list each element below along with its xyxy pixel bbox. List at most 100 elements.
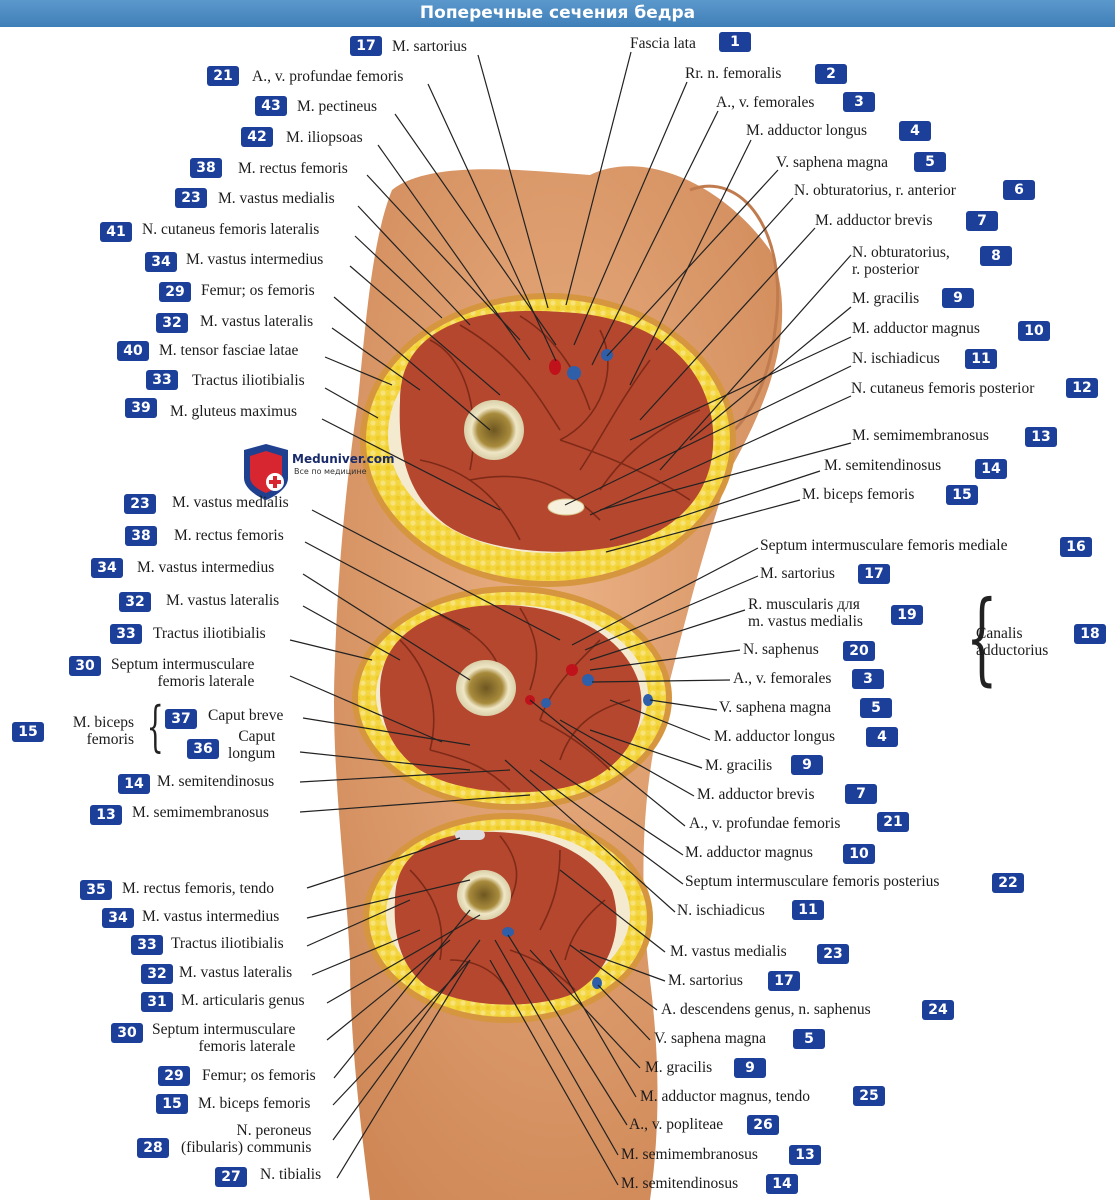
lower-section xyxy=(363,813,653,1023)
logo-shield-icon xyxy=(244,444,288,500)
label-text: Tractus iliotibialis xyxy=(192,372,305,389)
label-number-badge: 23 xyxy=(175,188,207,208)
label-text: A., v. femorales xyxy=(716,94,815,111)
label-text: Tractus iliotibialis xyxy=(171,935,284,952)
label-number-badge: 5 xyxy=(860,698,892,718)
label-number-badge: 25 xyxy=(853,1086,885,1106)
label-text: M. adductor brevis xyxy=(815,212,933,229)
label-text: M. rectus femoris, tendo xyxy=(122,880,274,897)
label-number-badge: 30 xyxy=(69,656,101,676)
label-text: N. peroneus (fibularis) communis xyxy=(181,1122,312,1156)
label-number-badge: 29 xyxy=(159,282,191,302)
label-number-badge: 30 xyxy=(111,1023,143,1043)
label-number-badge: 5 xyxy=(793,1029,825,1049)
label-text: M. adductor magnus xyxy=(852,320,980,337)
label-text: A., v. popliteae xyxy=(629,1116,724,1133)
label-number-badge: 22 xyxy=(992,873,1024,893)
label-text: M. sartorius xyxy=(760,565,835,582)
badge-18: 18 xyxy=(1074,624,1106,644)
label-text: V. saphena magna xyxy=(719,699,832,716)
biceps-label: M. biceps femoris xyxy=(72,714,134,748)
label-number-badge: 34 xyxy=(102,908,134,928)
label-number-badge: 6 xyxy=(1003,180,1035,200)
label-text: M. sartorius xyxy=(668,972,743,989)
label-text: M. biceps femoris xyxy=(802,486,915,503)
label-number-badge: 36 xyxy=(187,739,219,759)
label-text: N. ischiadicus xyxy=(677,902,765,919)
label-number-badge: 32 xyxy=(141,964,173,984)
label-number-badge: 4 xyxy=(866,727,898,747)
label-number-badge: 38 xyxy=(190,158,222,178)
canalis-brace: { xyxy=(965,579,998,696)
label-text: M. adductor brevis xyxy=(697,786,815,803)
label-number-badge: 39 xyxy=(125,398,157,418)
label-number-badge: 16 xyxy=(1060,537,1092,557)
biceps-brace: { xyxy=(146,695,164,758)
label-number-badge: 26 xyxy=(747,1115,779,1135)
label-number-badge: 34 xyxy=(91,558,123,578)
label-number-badge: 23 xyxy=(817,944,849,964)
label-text: Femur; os femoris xyxy=(202,1067,316,1084)
label-text: V. saphena magna xyxy=(654,1030,767,1047)
label-text: M. gracilis xyxy=(645,1059,713,1076)
label-text: Fascia lata xyxy=(630,35,696,52)
label-text: M. rectus femoris xyxy=(174,527,284,544)
label-text: Caput longum xyxy=(228,728,276,762)
label-number-badge: 40 xyxy=(117,341,149,361)
label-text: M. articularis genus xyxy=(181,992,305,1009)
label-text: M. semimembranosus xyxy=(852,427,989,444)
label-text: M. pectineus xyxy=(297,98,378,115)
label-text: R. muscularis для m. vastus medialis xyxy=(748,596,863,630)
label-text: M. semitendinosus xyxy=(621,1175,739,1192)
label-number-badge: 8 xyxy=(980,246,1012,266)
label-number-badge: 7 xyxy=(966,211,998,231)
label-text: N. tibialis xyxy=(260,1166,322,1183)
label-text: A., v. profundae femoris xyxy=(689,815,841,832)
label-text: A., v. profundae femoris xyxy=(252,68,404,85)
badge-15-brace: 15 xyxy=(12,722,44,742)
label-text: M. semitendinosus xyxy=(157,773,275,790)
label-text: Septum intermusculare femoris posterius xyxy=(685,873,940,890)
label-number-badge: 12 xyxy=(1066,378,1098,398)
label-number-badge: 2 xyxy=(815,64,847,84)
label-number-badge: 17 xyxy=(350,36,382,56)
label-number-badge: 23 xyxy=(124,494,156,514)
label-number-badge: 20 xyxy=(843,641,875,661)
label-text: M. vastus lateralis xyxy=(179,964,293,981)
label-number-badge: 19 xyxy=(891,605,923,625)
label-text: Caput breve xyxy=(208,707,284,724)
label-text: N. cutaneus femoris lateralis xyxy=(142,221,320,238)
label-text: Tractus iliotibialis xyxy=(153,625,266,642)
label-number-badge: 17 xyxy=(768,971,800,991)
label-number-badge: 15 xyxy=(156,1094,188,1114)
label-text: M. tensor fasciae latae xyxy=(159,342,299,359)
label-number-badge: 43 xyxy=(255,96,287,116)
label-number-badge: 3 xyxy=(843,92,875,112)
label-number-badge: 10 xyxy=(843,844,875,864)
label-number-badge: 11 xyxy=(965,349,997,369)
label-number-badge: 5 xyxy=(914,152,946,172)
label-text: N. obturatorius, r. anterior xyxy=(794,182,956,199)
label-text: M. sartorius xyxy=(392,38,467,55)
label-text: M. vastus lateralis xyxy=(166,592,280,609)
label-text: M. vastus medialis xyxy=(670,943,787,960)
label-number-badge: 21 xyxy=(877,812,909,832)
label-text: M. adductor magnus, tendo xyxy=(640,1088,811,1105)
label-text: Rr. n. femoralis xyxy=(685,65,782,82)
label-text: V. saphena magna xyxy=(776,154,889,171)
label-text: M. adductor longus xyxy=(714,728,835,745)
label-number-badge: 33 xyxy=(131,935,163,955)
label-number-badge: 7 xyxy=(845,784,877,804)
label-text: M. semimembranosus xyxy=(132,804,269,821)
label-number-badge: 13 xyxy=(789,1145,821,1165)
label-text: M. vastus intermedius xyxy=(142,908,280,925)
label-text: M. vastus intermedius xyxy=(137,559,275,576)
canalis-label: Canalis adductorius xyxy=(976,625,1049,659)
label-text: M. biceps femoris xyxy=(198,1095,311,1112)
label-number-badge: 34 xyxy=(145,252,177,272)
label-number-badge: 24 xyxy=(922,1000,954,1020)
label-number-badge: 10 xyxy=(1018,321,1050,341)
label-number-badge: 27 xyxy=(215,1167,247,1187)
label-text: M. vastus medialis xyxy=(218,190,335,207)
